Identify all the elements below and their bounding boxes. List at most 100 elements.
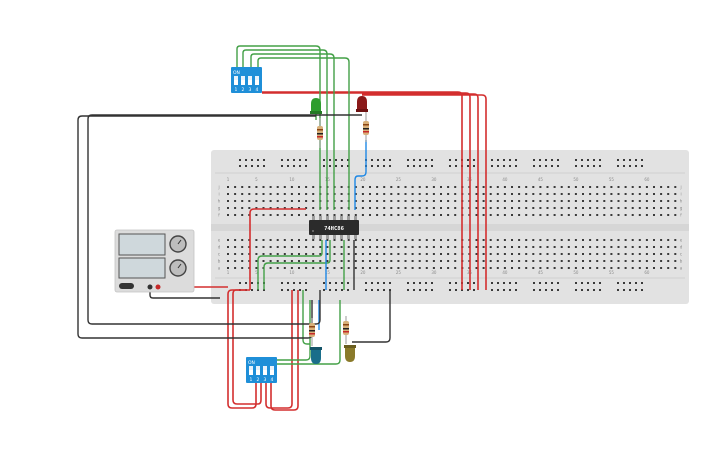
- breadboard-hole[interactable]: [596, 239, 599, 241]
- breadboard-hole[interactable]: [371, 165, 373, 167]
- breadboard-hole[interactable]: [582, 214, 584, 216]
- breadboard-hole[interactable]: [539, 282, 541, 284]
- breadboard-hole[interactable]: [383, 186, 386, 188]
- breadboard-hole[interactable]: [515, 289, 517, 291]
- breadboard-hole[interactable]: [596, 260, 599, 262]
- breadboard-hole[interactable]: [491, 165, 493, 167]
- breadboard-hole[interactable]: [371, 289, 373, 291]
- breadboard-hole[interactable]: [283, 239, 286, 241]
- breadboard-hole[interactable]: [589, 253, 592, 255]
- breadboard-hole[interactable]: [241, 260, 244, 262]
- breadboard-hole[interactable]: [389, 165, 391, 167]
- breadboard-hole[interactable]: [596, 200, 599, 202]
- breadboard-hole[interactable]: [361, 239, 364, 241]
- breadboard-hole[interactable]: [312, 253, 315, 255]
- breadboard-hole[interactable]: [371, 159, 373, 161]
- breadboard-hole[interactable]: [227, 207, 229, 209]
- breadboard-hole[interactable]: [326, 214, 329, 216]
- breadboard-hole[interactable]: [239, 159, 241, 161]
- breadboard-hole[interactable]: [454, 200, 457, 202]
- breadboard-hole[interactable]: [475, 214, 478, 216]
- breadboard-hole[interactable]: [263, 159, 265, 161]
- breadboard-hole[interactable]: [299, 165, 301, 167]
- breadboard-hole[interactable]: [567, 200, 570, 202]
- breadboard-hole[interactable]: [515, 159, 517, 161]
- breadboard-hole[interactable]: [255, 186, 258, 188]
- breadboard-hole[interactable]: [482, 200, 485, 202]
- breadboard-hole[interactable]: [397, 246, 400, 248]
- breadboard-hole[interactable]: [533, 165, 535, 167]
- breadboard-hole[interactable]: [617, 159, 619, 161]
- breadboard-hole[interactable]: [532, 246, 535, 248]
- breadboard-hole[interactable]: [631, 200, 634, 202]
- breadboard-hole[interactable]: [603, 267, 606, 269]
- breadboard-hole[interactable]: [419, 289, 421, 291]
- breadboard-hole[interactable]: [617, 193, 620, 195]
- breadboard-hole[interactable]: [241, 253, 244, 255]
- breadboard-hole[interactable]: [255, 246, 258, 248]
- breadboard-hole[interactable]: [241, 200, 244, 202]
- breadboard-hole[interactable]: [503, 159, 505, 161]
- breadboard-hole[interactable]: [603, 239, 606, 241]
- breadboard-hole[interactable]: [560, 193, 563, 195]
- breadboard-hole[interactable]: [624, 193, 627, 195]
- breadboard-hole[interactable]: [234, 214, 237, 216]
- resistor-top-left[interactable]: [317, 118, 323, 148]
- breadboard-hole[interactable]: [290, 267, 293, 269]
- breadboard-hole[interactable]: [340, 260, 343, 262]
- breadboard-hole[interactable]: [257, 165, 259, 167]
- breadboard-hole[interactable]: [631, 193, 634, 195]
- breadboard-hole[interactable]: [631, 267, 634, 269]
- breadboard-hole[interactable]: [560, 253, 563, 255]
- breadboard-hole[interactable]: [440, 246, 442, 248]
- breadboard-hole[interactable]: [525, 214, 528, 216]
- breadboard-hole[interactable]: [390, 207, 393, 209]
- breadboard-hole[interactable]: [390, 246, 393, 248]
- breadboard-hole[interactable]: [503, 282, 505, 284]
- breadboard-hole[interactable]: [545, 159, 547, 161]
- breadboard-hole[interactable]: [475, 246, 478, 248]
- breadboard-hole[interactable]: [509, 289, 511, 291]
- breadboard-hole[interactable]: [431, 165, 433, 167]
- dip-switch-top[interactable]: ON 1 2 3 4: [231, 67, 262, 93]
- breadboard-hole[interactable]: [503, 253, 506, 255]
- breadboard-hole[interactable]: [511, 207, 513, 209]
- breadboard-hole[interactable]: [503, 246, 506, 248]
- breadboard-hole[interactable]: [447, 246, 450, 248]
- breadboard-hole[interactable]: [454, 246, 457, 248]
- breadboard-hole[interactable]: [383, 200, 386, 202]
- breadboard-hole[interactable]: [645, 246, 648, 248]
- breadboard-hole[interactable]: [234, 207, 237, 209]
- breadboard-hole[interactable]: [489, 193, 492, 195]
- breadboard-hole[interactable]: [299, 289, 301, 291]
- breadboard-hole[interactable]: [475, 239, 478, 241]
- breadboard-hole[interactable]: [496, 186, 499, 188]
- breadboard-hole[interactable]: [432, 214, 435, 216]
- wire-red-loop-4[interactable]: [270, 290, 299, 411]
- wire-black-2[interactable]: [87, 114, 362, 325]
- breadboard-hole[interactable]: [482, 239, 485, 241]
- breadboard-hole[interactable]: [354, 267, 357, 269]
- breadboard-hole[interactable]: [305, 289, 307, 291]
- breadboard-hole[interactable]: [645, 239, 648, 241]
- breadboard-hole[interactable]: [341, 159, 343, 161]
- breadboard-hole[interactable]: [227, 260, 229, 262]
- wire-green-1[interactable]: [236, 45, 321, 210]
- breadboard-hole[interactable]: [389, 282, 391, 284]
- breadboard-hole[interactable]: [269, 239, 272, 241]
- breadboard-hole[interactable]: [539, 214, 542, 216]
- breadboard-hole[interactable]: [425, 260, 428, 262]
- breadboard-hole[interactable]: [511, 193, 513, 195]
- breadboard-hole[interactable]: [290, 239, 293, 241]
- breadboard-hole[interactable]: [298, 239, 300, 241]
- breadboard-hole[interactable]: [335, 159, 337, 161]
- breadboard-hole[interactable]: [482, 267, 485, 269]
- breadboard-hole[interactable]: [497, 165, 499, 167]
- breadboard-hole[interactable]: [262, 239, 265, 241]
- breadboard-hole[interactable]: [593, 289, 595, 291]
- breadboard-hole[interactable]: [227, 267, 229, 269]
- breadboard-hole[interactable]: [347, 165, 349, 167]
- breadboard-hole[interactable]: [248, 186, 251, 188]
- breadboard-hole[interactable]: [361, 214, 364, 216]
- breadboard-hole[interactable]: [525, 186, 528, 188]
